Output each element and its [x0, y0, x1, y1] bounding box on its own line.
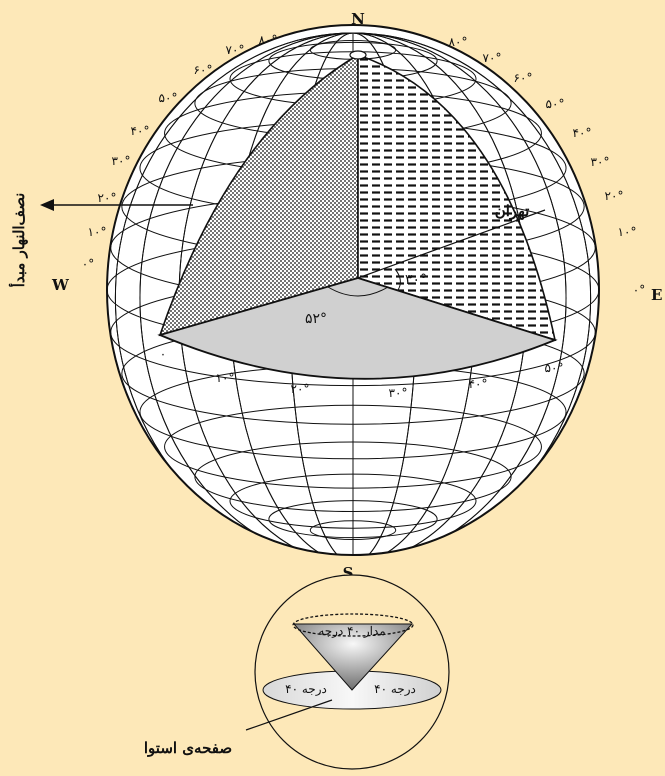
latitude-gridline — [229, 473, 477, 529]
right-latitude-tick: ۵۰° — [546, 97, 565, 111]
equator-plane-pointer — [245, 699, 333, 731]
left-latitude-tick: ۰° — [82, 257, 94, 271]
right-latitude-tick: ۴۰° — [573, 126, 592, 140]
longitude-tick: ۱۰° — [216, 371, 235, 385]
left-latitude-tick: ۳۰° — [112, 154, 131, 168]
longitude-angle-arc — [327, 286, 389, 297]
equator-plane-label: صفحه‌ی استوا — [144, 739, 232, 757]
right-latitude-tick: ۰° — [633, 283, 645, 297]
longitude-tick: ۵۰° — [545, 361, 564, 375]
right-latitude-tick: ۸۰° — [449, 35, 468, 49]
right-latitude-tick: ۱۰° — [618, 225, 637, 239]
globe — [106, 24, 600, 556]
right-latitude-tick: ۲۰° — [605, 189, 624, 203]
right-latitude-tick: ۷۰° — [483, 51, 502, 65]
tehran-radius-line — [357, 209, 546, 279]
longitude-tick: ۲۰° — [291, 382, 310, 396]
west-label: W — [51, 276, 70, 294]
inset-cone — [292, 623, 414, 691]
north-pole-cap — [349, 50, 367, 60]
inset-sphere — [245, 574, 450, 770]
latitude-angle-label: ۳۰° — [405, 272, 427, 288]
tropic-label: مدار ۴۰ درجه — [318, 624, 385, 638]
right-latitude-ticks: ۸۰° ۷۰° ۶۰° ۵۰° ۴۰° ۳۰° ۲۰° ۱۰° ۰° — [449, 35, 646, 297]
longitude-angle-label: ۵۲° — [305, 311, 327, 327]
left-latitude-tick: ۴۰° — [131, 124, 150, 138]
right-latitude-tick: ۶۰° — [514, 71, 533, 85]
dashed-quarter-section — [357, 53, 557, 342]
left-angle-label: ۴۰ درجه — [285, 682, 327, 696]
right-latitude-tick: ۳۰° — [591, 155, 610, 169]
equator-longitude-ticks: ۰ ۱۰° ۲۰° ۳۰° ۴۰° ۵۰° — [160, 347, 564, 400]
left-latitude-tick: ۷۰° — [226, 43, 245, 57]
prime-meridian-label: نصف‌النهار مبدأ — [8, 193, 28, 288]
latitude-gridline — [164, 404, 542, 489]
left-latitude-tick: ۱۰° — [88, 225, 107, 239]
prime-meridian-pointer — [40, 199, 193, 211]
longitude-tick: ۳۰° — [389, 386, 408, 400]
dotted-quarter-section — [158, 53, 359, 337]
meridian-gridline — [114, 32, 592, 555]
left-latitude-tick: ۶۰° — [194, 63, 213, 77]
left-latitude-tick: ۲۰° — [98, 191, 117, 205]
arrow-left-icon — [40, 199, 54, 211]
left-latitude-tick: ۵۰° — [159, 91, 178, 105]
inset-tropic-circle — [292, 613, 414, 637]
longitude-tick: ۴۰° — [469, 377, 488, 391]
latitude-gridline — [194, 441, 512, 513]
north-label: N — [351, 10, 365, 28]
latitude-gridline — [309, 520, 397, 540]
tehran-label: تهران — [495, 202, 530, 220]
latitude-gridline — [268, 500, 438, 539]
left-latitude-ticks: ۸۰° ۷۰° ۶۰° ۵۰° ۴۰° ۳۰° ۲۰° ۱۰° ۰° — [82, 33, 278, 271]
left-latitude-tick: ۸۰° — [259, 33, 278, 47]
latitude-angle-arc — [394, 268, 401, 291]
south-label: S — [343, 564, 354, 582]
east-label: E — [651, 286, 662, 304]
right-angle-label: ۴۰ درجه — [374, 682, 416, 696]
equator-plane-section — [157, 277, 558, 380]
longitude-tick: ۰ — [160, 347, 166, 361]
